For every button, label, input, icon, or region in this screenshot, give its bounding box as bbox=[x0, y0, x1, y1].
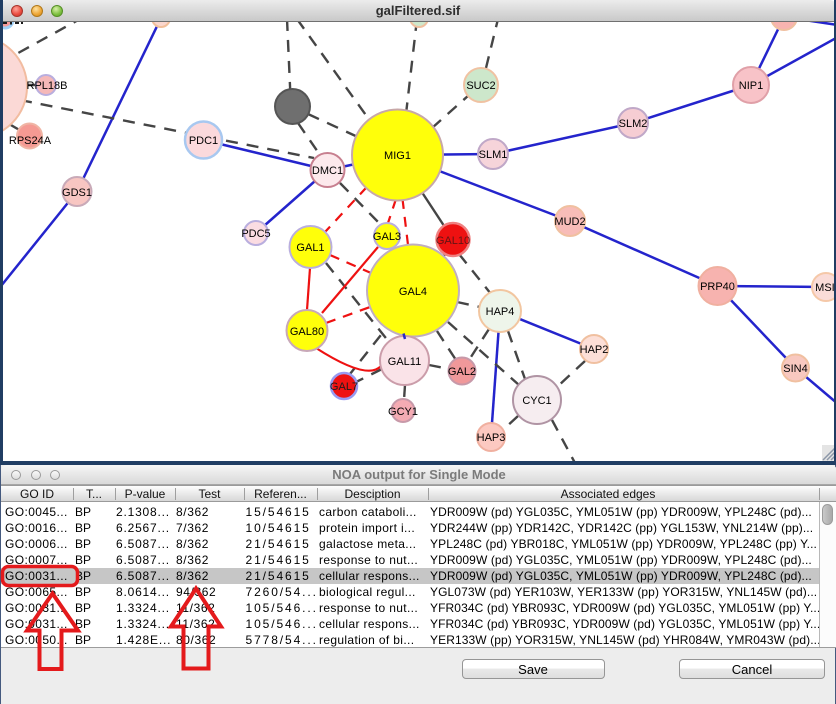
svg-text:SLM2: SLM2 bbox=[619, 118, 648, 130]
svg-text:GAL7: GAL7 bbox=[330, 381, 358, 393]
svg-text:GAL10: GAL10 bbox=[436, 235, 470, 247]
svg-text:NIP1: NIP1 bbox=[739, 80, 763, 92]
svg-text:RPL18B: RPL18B bbox=[27, 80, 68, 92]
svg-text:PDC5: PDC5 bbox=[241, 228, 270, 240]
svg-text:PDC1: PDC1 bbox=[189, 135, 218, 147]
svg-text:GCY1: GCY1 bbox=[388, 406, 418, 418]
svg-text:MUD2: MUD2 bbox=[554, 216, 585, 228]
svg-text:MSI1: MSI1 bbox=[815, 282, 836, 294]
svg-text:HAP4: HAP4 bbox=[486, 306, 515, 318]
svg-text:RPS24A: RPS24A bbox=[9, 135, 52, 147]
svg-text:GAL3: GAL3 bbox=[373, 231, 401, 243]
svg-text:GAL4: GAL4 bbox=[399, 286, 427, 298]
svg-text:PRP40: PRP40 bbox=[700, 281, 735, 293]
svg-text:GDS1: GDS1 bbox=[62, 187, 92, 199]
svg-text:HAP3: HAP3 bbox=[477, 432, 506, 444]
svg-text:SLM1: SLM1 bbox=[479, 149, 508, 161]
svg-text:GAL11: GAL11 bbox=[388, 356, 421, 368]
svg-text:SUC2: SUC2 bbox=[466, 80, 495, 92]
svg-text:HAP2: HAP2 bbox=[580, 344, 609, 356]
svg-text:GAL80: GAL80 bbox=[290, 326, 324, 338]
svg-text:DMC1: DMC1 bbox=[312, 165, 343, 177]
svg-text:GAL2: GAL2 bbox=[448, 366, 476, 378]
svg-text:CYC1: CYC1 bbox=[522, 395, 551, 407]
svg-text:MIG1: MIG1 bbox=[384, 150, 411, 162]
svg-text:GAL1: GAL1 bbox=[296, 242, 324, 254]
svg-text:SIN4: SIN4 bbox=[783, 363, 807, 375]
